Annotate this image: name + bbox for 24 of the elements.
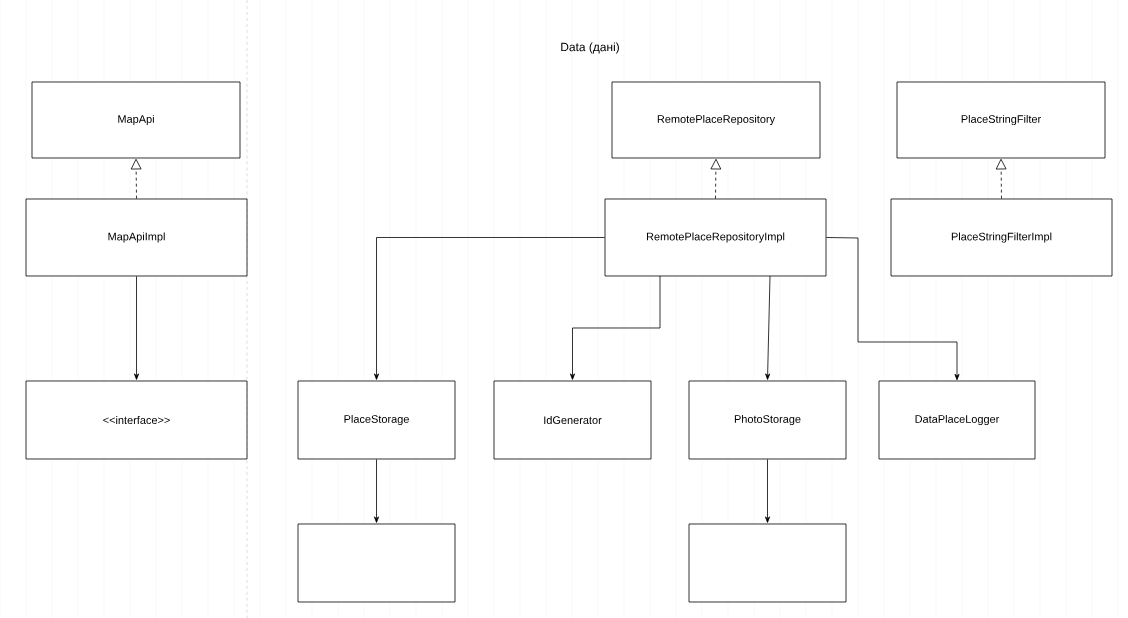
class-box: PlaceStringFilter bbox=[896, 81, 1106, 159]
class-box: IdGenerator bbox=[493, 380, 652, 460]
diagram-title: Data (дані) bbox=[561, 42, 619, 54]
class-box: RemotePlaceRepositoryImpl bbox=[604, 198, 827, 277]
arrow bbox=[765, 275, 771, 380]
class-box: PhotoStorage bbox=[688, 380, 847, 460]
class-box: <<interface>> bbox=[25, 380, 248, 460]
arrow bbox=[134, 276, 139, 380]
arrow bbox=[374, 237, 605, 380]
class-box: DataPlaceLogger bbox=[878, 380, 1036, 460]
arrow bbox=[826, 237, 960, 381]
realization-arrow bbox=[130, 158, 142, 199]
arrow bbox=[765, 459, 770, 523]
class-box: MapApi bbox=[31, 81, 241, 159]
realization-arrow bbox=[710, 158, 722, 199]
class-box: MapApiImpl bbox=[25, 198, 248, 277]
realization-arrow bbox=[995, 158, 1007, 199]
empty-box bbox=[297, 523, 456, 603]
class-box: RemotePlaceRepository bbox=[611, 81, 821, 159]
arrow bbox=[570, 275, 661, 380]
arrow bbox=[374, 459, 379, 523]
empty-box bbox=[688, 523, 847, 603]
class-box: PlaceStringFilterImpl bbox=[890, 198, 1113, 277]
class-box: PlaceStorage bbox=[297, 380, 456, 460]
